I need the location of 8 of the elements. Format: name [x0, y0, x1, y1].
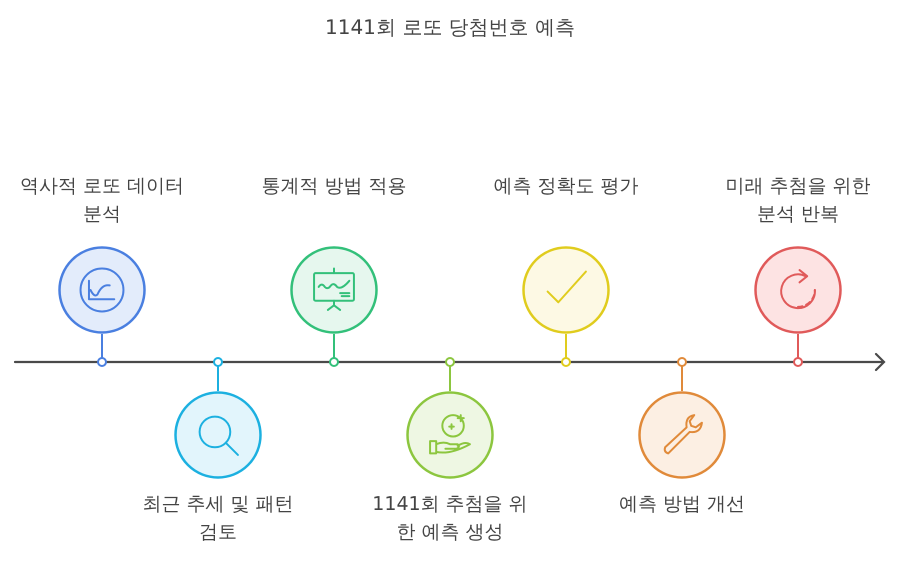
milestone-label: 미래 추첨을 위한 분석 반복: [724, 174, 872, 227]
milestone-label: 예측 정확도 평가: [492, 174, 640, 199]
title: 1141회 로또 당첨번호 예측: [324, 14, 576, 41]
milestone-label: 역사적 로또 데이터 분석: [19, 174, 185, 227]
milestone-label: 최근 추세 및 패턴 검토: [141, 492, 295, 545]
milestone-label: 1141회 추첨을 위한 예측 생성: [371, 492, 529, 545]
milestone-label: 예측 방법 개선: [618, 492, 746, 517]
milestone-label: 통계적 방법 적용: [260, 174, 408, 199]
